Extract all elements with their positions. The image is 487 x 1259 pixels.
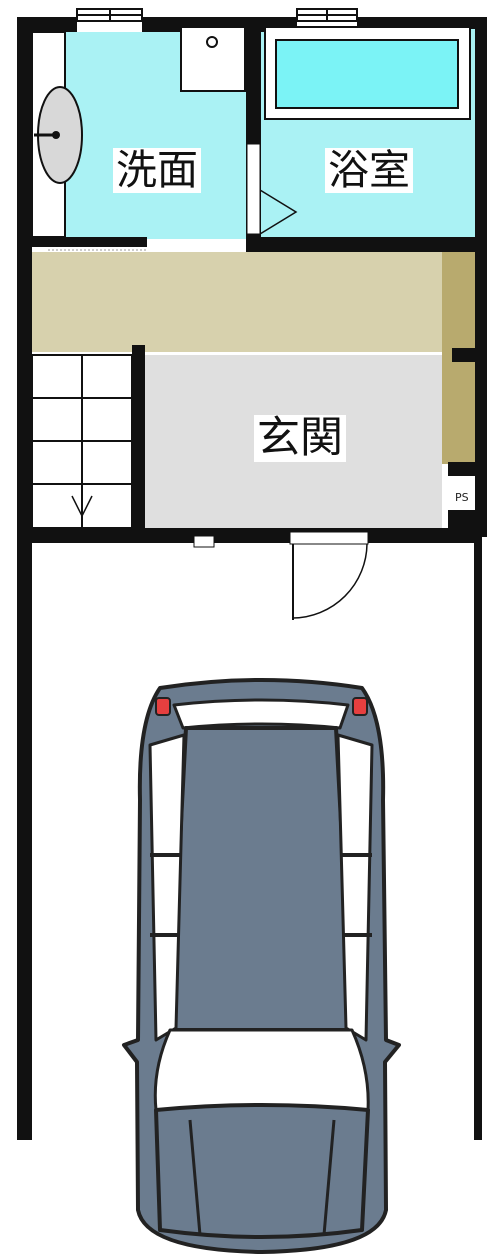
window-bathroom bbox=[296, 8, 358, 22]
hallway-floor bbox=[32, 252, 442, 352]
staircase bbox=[31, 354, 133, 529]
window-washroom bbox=[76, 8, 143, 22]
room-label-bathroom: 浴室 bbox=[325, 148, 413, 193]
entrance-door bbox=[193, 531, 369, 620]
tail-light-left bbox=[155, 697, 171, 716]
vanity-counter bbox=[31, 31, 83, 238]
room-label-entrance: 玄関 bbox=[254, 415, 346, 462]
room-label-washroom: 洗面 bbox=[113, 148, 201, 193]
bathroom-door bbox=[246, 143, 298, 235]
washing-machine-space bbox=[180, 26, 246, 92]
bathtub bbox=[264, 26, 471, 120]
car-icon bbox=[122, 678, 401, 1254]
pipe-shaft-label: PS bbox=[455, 490, 469, 505]
tail-light-right bbox=[352, 697, 368, 716]
